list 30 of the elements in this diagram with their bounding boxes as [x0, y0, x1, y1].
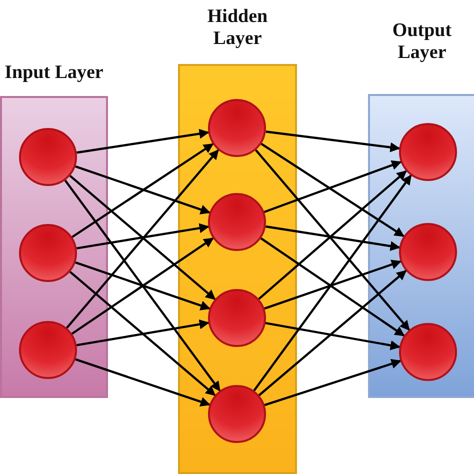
arrow: [76, 223, 210, 250]
neuron-circle: [208, 385, 266, 443]
arrow: [69, 174, 216, 300]
layer-title: Hidden Layer: [206, 6, 269, 50]
neuron-circle: [208, 99, 266, 157]
arrow: [75, 358, 210, 407]
arrow: [258, 170, 407, 300]
arrow: [253, 174, 412, 392]
neuron-circle: [208, 289, 266, 347]
layer-title: Input Layer: [4, 62, 104, 84]
arrow: [260, 142, 405, 238]
arrow: [75, 165, 211, 214]
arrow: [76, 128, 210, 154]
arrow: [254, 149, 410, 331]
arrow: [264, 160, 402, 214]
arrow: [264, 260, 402, 310]
arrow: [266, 130, 400, 152]
arrow: [260, 237, 405, 337]
arrow: [72, 143, 214, 238]
arrow: [66, 149, 220, 329]
arrow: [75, 261, 211, 310]
layer-title: Output Layer: [391, 20, 453, 64]
arrow: [258, 270, 407, 396]
arrow: [64, 180, 221, 392]
arrow: [71, 237, 214, 335]
arrow: [265, 225, 400, 252]
arrow: [264, 358, 402, 406]
arrow: [69, 270, 216, 396]
arrow: [265, 322, 400, 350]
arrow: [76, 319, 210, 346]
